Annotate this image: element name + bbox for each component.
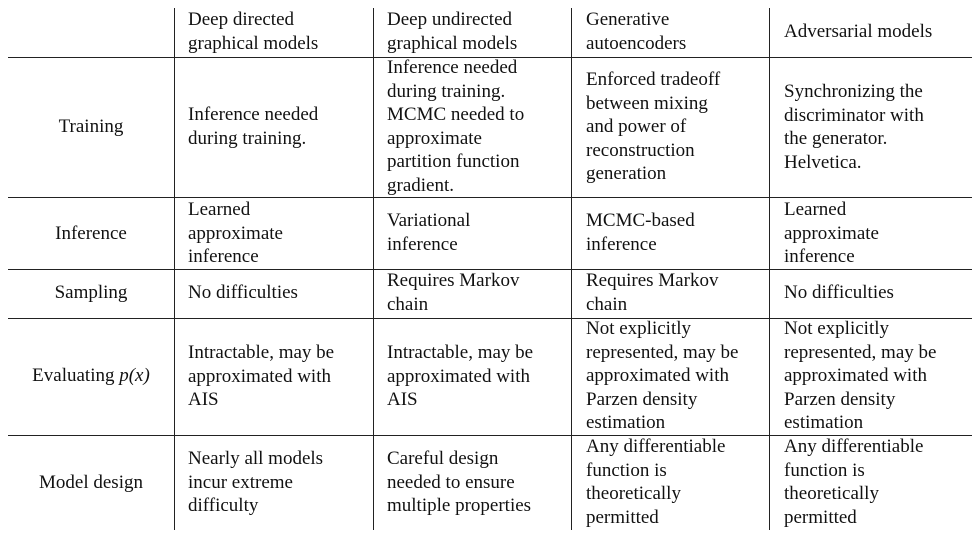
row-header: Model design (39, 472, 143, 493)
table-cell: Any differentiable function is theoretic… (586, 436, 726, 528)
column-header: Adversarial models (784, 21, 933, 42)
table-cell: Nearly all models incur extreme difficul… (188, 448, 324, 516)
table-cell: Variational inference (387, 210, 471, 255)
column-header: Deep undirected graphical models (387, 9, 518, 54)
row-header: Inference (55, 223, 127, 244)
table-cell: No difficulties (784, 282, 894, 303)
table-cell: Not explicitly represented, may be appro… (586, 318, 739, 433)
row-divider (8, 269, 972, 270)
table-cell: Synchronizing the discriminator with the… (784, 81, 924, 173)
table-cell: Intractable, may be approximated with AI… (188, 342, 335, 410)
row-divider (8, 57, 972, 58)
table-cell: Intractable, may be approximated with AI… (387, 342, 534, 410)
table-cell: Inference needed during training. MCMC n… (387, 57, 525, 196)
table-cell: Learned approximate inference (784, 199, 879, 267)
table-cell: No difficulties (188, 282, 298, 303)
row-divider (8, 435, 972, 436)
table-cell: MCMC-based inference (586, 210, 695, 255)
table-cell: Requires Markov chain (387, 270, 520, 315)
table-cell: Requires Markov chain (586, 270, 719, 315)
table-cell: Learned approximate inference (188, 199, 283, 267)
row-header-text: Evaluating (32, 365, 120, 386)
table-cell: Any differentiable function is theoretic… (784, 436, 924, 528)
row-divider (8, 318, 972, 319)
table-cell: Inference needed during training. (188, 104, 319, 149)
column-header: Deep directed graphical models (188, 9, 319, 54)
table-cell: Not explicitly represented, may be appro… (784, 318, 937, 433)
column-header: Generative autoencoders (586, 9, 687, 54)
table-cell: Careful design needed to ensure multiple… (387, 448, 532, 516)
row-header: Sampling (54, 282, 128, 303)
table-cell: Enforced tradeoff between mixing and pow… (586, 69, 721, 184)
row-header: Evaluating p(x) (8, 364, 174, 388)
math-expression: p(x) (119, 365, 150, 386)
row-divider (8, 197, 972, 198)
row-header: Training (58, 116, 124, 137)
